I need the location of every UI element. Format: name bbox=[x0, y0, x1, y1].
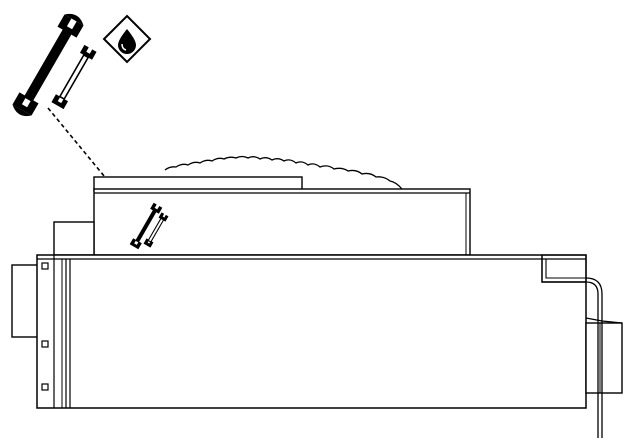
left-duct-flange bbox=[11, 264, 39, 338]
small-wrench-icon bbox=[51, 44, 97, 110]
main-housing bbox=[36, 254, 587, 409]
left-side-block bbox=[53, 221, 95, 256]
large-wrench-icon bbox=[12, 13, 84, 117]
right-outlet-duct bbox=[585, 317, 623, 394]
right-bracket bbox=[541, 254, 587, 283]
service-leader-line bbox=[47, 107, 143, 223]
drain-pipe bbox=[585, 277, 603, 438]
bumpy-top-outline bbox=[164, 155, 403, 190]
oil-drop-warning-icon bbox=[102, 14, 152, 64]
